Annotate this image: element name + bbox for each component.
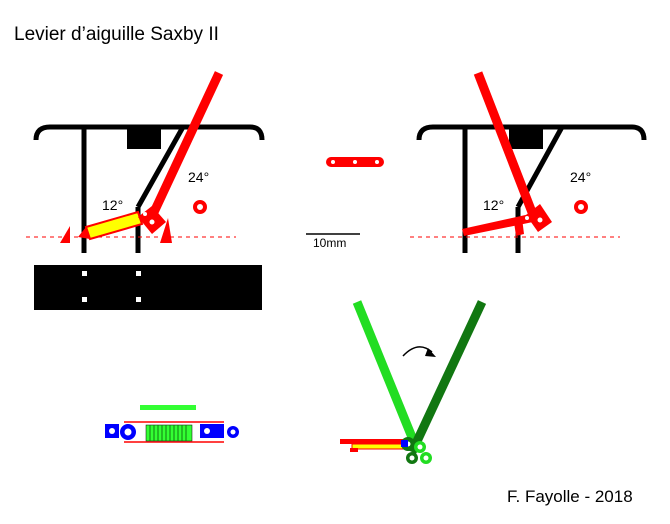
left-lever-assembly: 12° 24°: [26, 71, 265, 253]
right-fixed-pivot: [574, 200, 588, 214]
latch-rod-base: [340, 439, 410, 444]
coil-windings: [149, 425, 187, 441]
left-stop-right: [160, 218, 172, 243]
left-lever-arm: [143, 71, 224, 227]
scale-bar-label: 10mm: [313, 236, 346, 250]
right-angle-large-label: 24°: [570, 169, 591, 185]
right-angle-small-label: 12°: [483, 197, 504, 213]
author-credit: F. Fayolle - 2018: [507, 487, 633, 506]
right-lever-arm: [473, 71, 540, 222]
right-lever-assembly: 12° 24°: [410, 71, 647, 253]
left-pivot-pin: [149, 219, 155, 225]
base-plate-hole-3: [136, 271, 141, 276]
left-frame-block: [127, 127, 161, 149]
right-frame-block: [509, 127, 543, 149]
coil-bar: [140, 405, 196, 410]
left-angle-large-label: 24°: [188, 169, 209, 185]
lever-closed-position: [407, 300, 487, 454]
right-latch-rod: [462, 214, 533, 236]
mount-hole-left: [109, 428, 115, 434]
right-pivot-pin-2: [525, 216, 529, 220]
lever-motion-view: [340, 300, 487, 464]
pivot-cluster-3-hub: [409, 455, 415, 461]
link-bar-hole-1: [331, 160, 335, 164]
scale-bar: 10mm: [306, 233, 360, 250]
base-plate-body: [34, 265, 262, 310]
latch-rod-tip: [350, 448, 358, 452]
pivot-mount-square: [401, 440, 408, 447]
base-plate-hole-2: [82, 297, 87, 302]
coil-body: [145, 424, 193, 442]
base-plate: [34, 265, 262, 310]
left-frame-diagonal: [135, 125, 186, 209]
mount-roller-left-hub: [124, 428, 132, 436]
latch-rod-spring: [351, 443, 405, 450]
left-spring-tip: [78, 227, 90, 239]
left-pivot-pin-2: [143, 212, 147, 216]
mount-roller-right-hub: [230, 429, 236, 435]
base-plate-hole-1: [82, 271, 87, 276]
lever-open-position: [352, 300, 423, 454]
right-stop: [514, 218, 524, 236]
left-stop-left: [60, 226, 70, 243]
link-bar: [326, 157, 384, 167]
rotation-arrow-head: [425, 348, 436, 357]
pivot-cluster-4-hub: [423, 455, 429, 461]
mount-block-mid-2: [214, 424, 224, 438]
diagram-title: Levier d’aiguille Saxby II: [14, 24, 219, 45]
link-bar-hole-2: [353, 160, 357, 164]
mechanism-top-view: [105, 405, 239, 443]
pivot-cluster-2-hub: [417, 444, 423, 450]
left-fixed-pivot: [193, 200, 207, 214]
link-bar-hole-3: [375, 160, 379, 164]
right-pivot-pin: [537, 217, 543, 223]
base-plate-hole-4: [136, 297, 141, 302]
mount-hole-mid: [204, 428, 210, 434]
left-angle-small-label: 12°: [102, 197, 123, 213]
left-spring-rod: [84, 210, 144, 241]
